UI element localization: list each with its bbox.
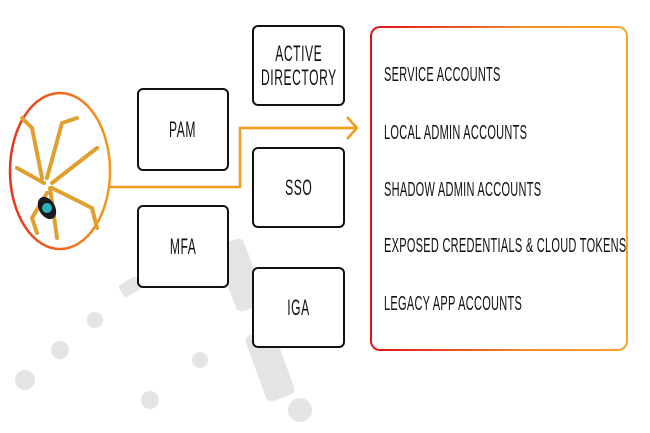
mfa-box: MFA [137,205,229,288]
active-directory-label-line1: ACTIVE [274,40,323,66]
accounts-panel: SERVICE ACCOUNTS LOCAL ADMIN ACCOUNTS SH… [370,26,628,351]
account-item-exposed-credentials: EXPOSED CREDENTIALS & CLOUD TOKENS [384,235,627,257]
mfa-label: MFA [169,233,197,259]
active-directory-label-line2: DIRECTORY [260,64,337,90]
pam-box: PAM [137,88,229,171]
iga-label: IGA [287,294,310,320]
account-item-local-admin: LOCAL ADMIN ACCOUNTS [384,122,528,144]
iga-box: IGA [252,267,345,348]
pam-label: PAM [169,116,197,142]
octopus-hacker-illustration [8,91,112,251]
account-item-shadow-admin: SHADOW ADMIN ACCOUNTS [384,179,542,201]
active-directory-box: ACTIVE DIRECTORY [252,25,345,106]
account-item-service: SERVICE ACCOUNTS [384,64,501,86]
sso-box: SSO [252,147,345,228]
account-item-legacy-app: LEGACY APP ACCOUNTS [384,293,523,315]
sso-label: SSO [284,174,313,200]
